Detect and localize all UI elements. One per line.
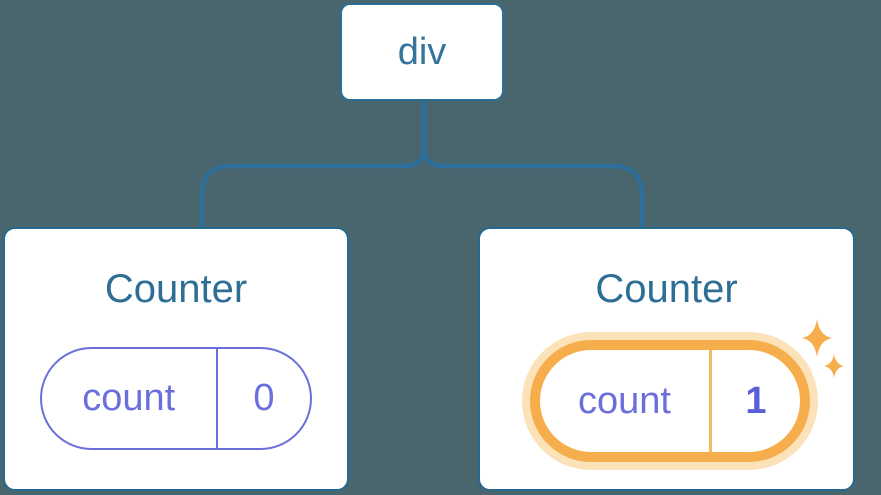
state-pill-divider [215,349,218,448]
root-node-label: div [397,30,447,73]
root-node-div: div [340,3,504,101]
component-card-counter-right: Counter count 1 [478,227,855,491]
state-name: count [82,377,176,419]
component-card-counter-left: Counter count 0 [3,227,349,491]
state-pill: count 0 [40,347,312,450]
state-pill-highlighted: count 1 [530,340,810,462]
component-title: Counter [595,267,738,311]
state-value: 0 [253,377,275,419]
component-title: Counter [104,267,248,311]
connector-left-branch [199,97,427,232]
state-value: 1 [745,379,767,422]
state-name: count [578,379,671,422]
connector-right-branch [421,97,645,232]
state-pill-divider [709,350,712,452]
